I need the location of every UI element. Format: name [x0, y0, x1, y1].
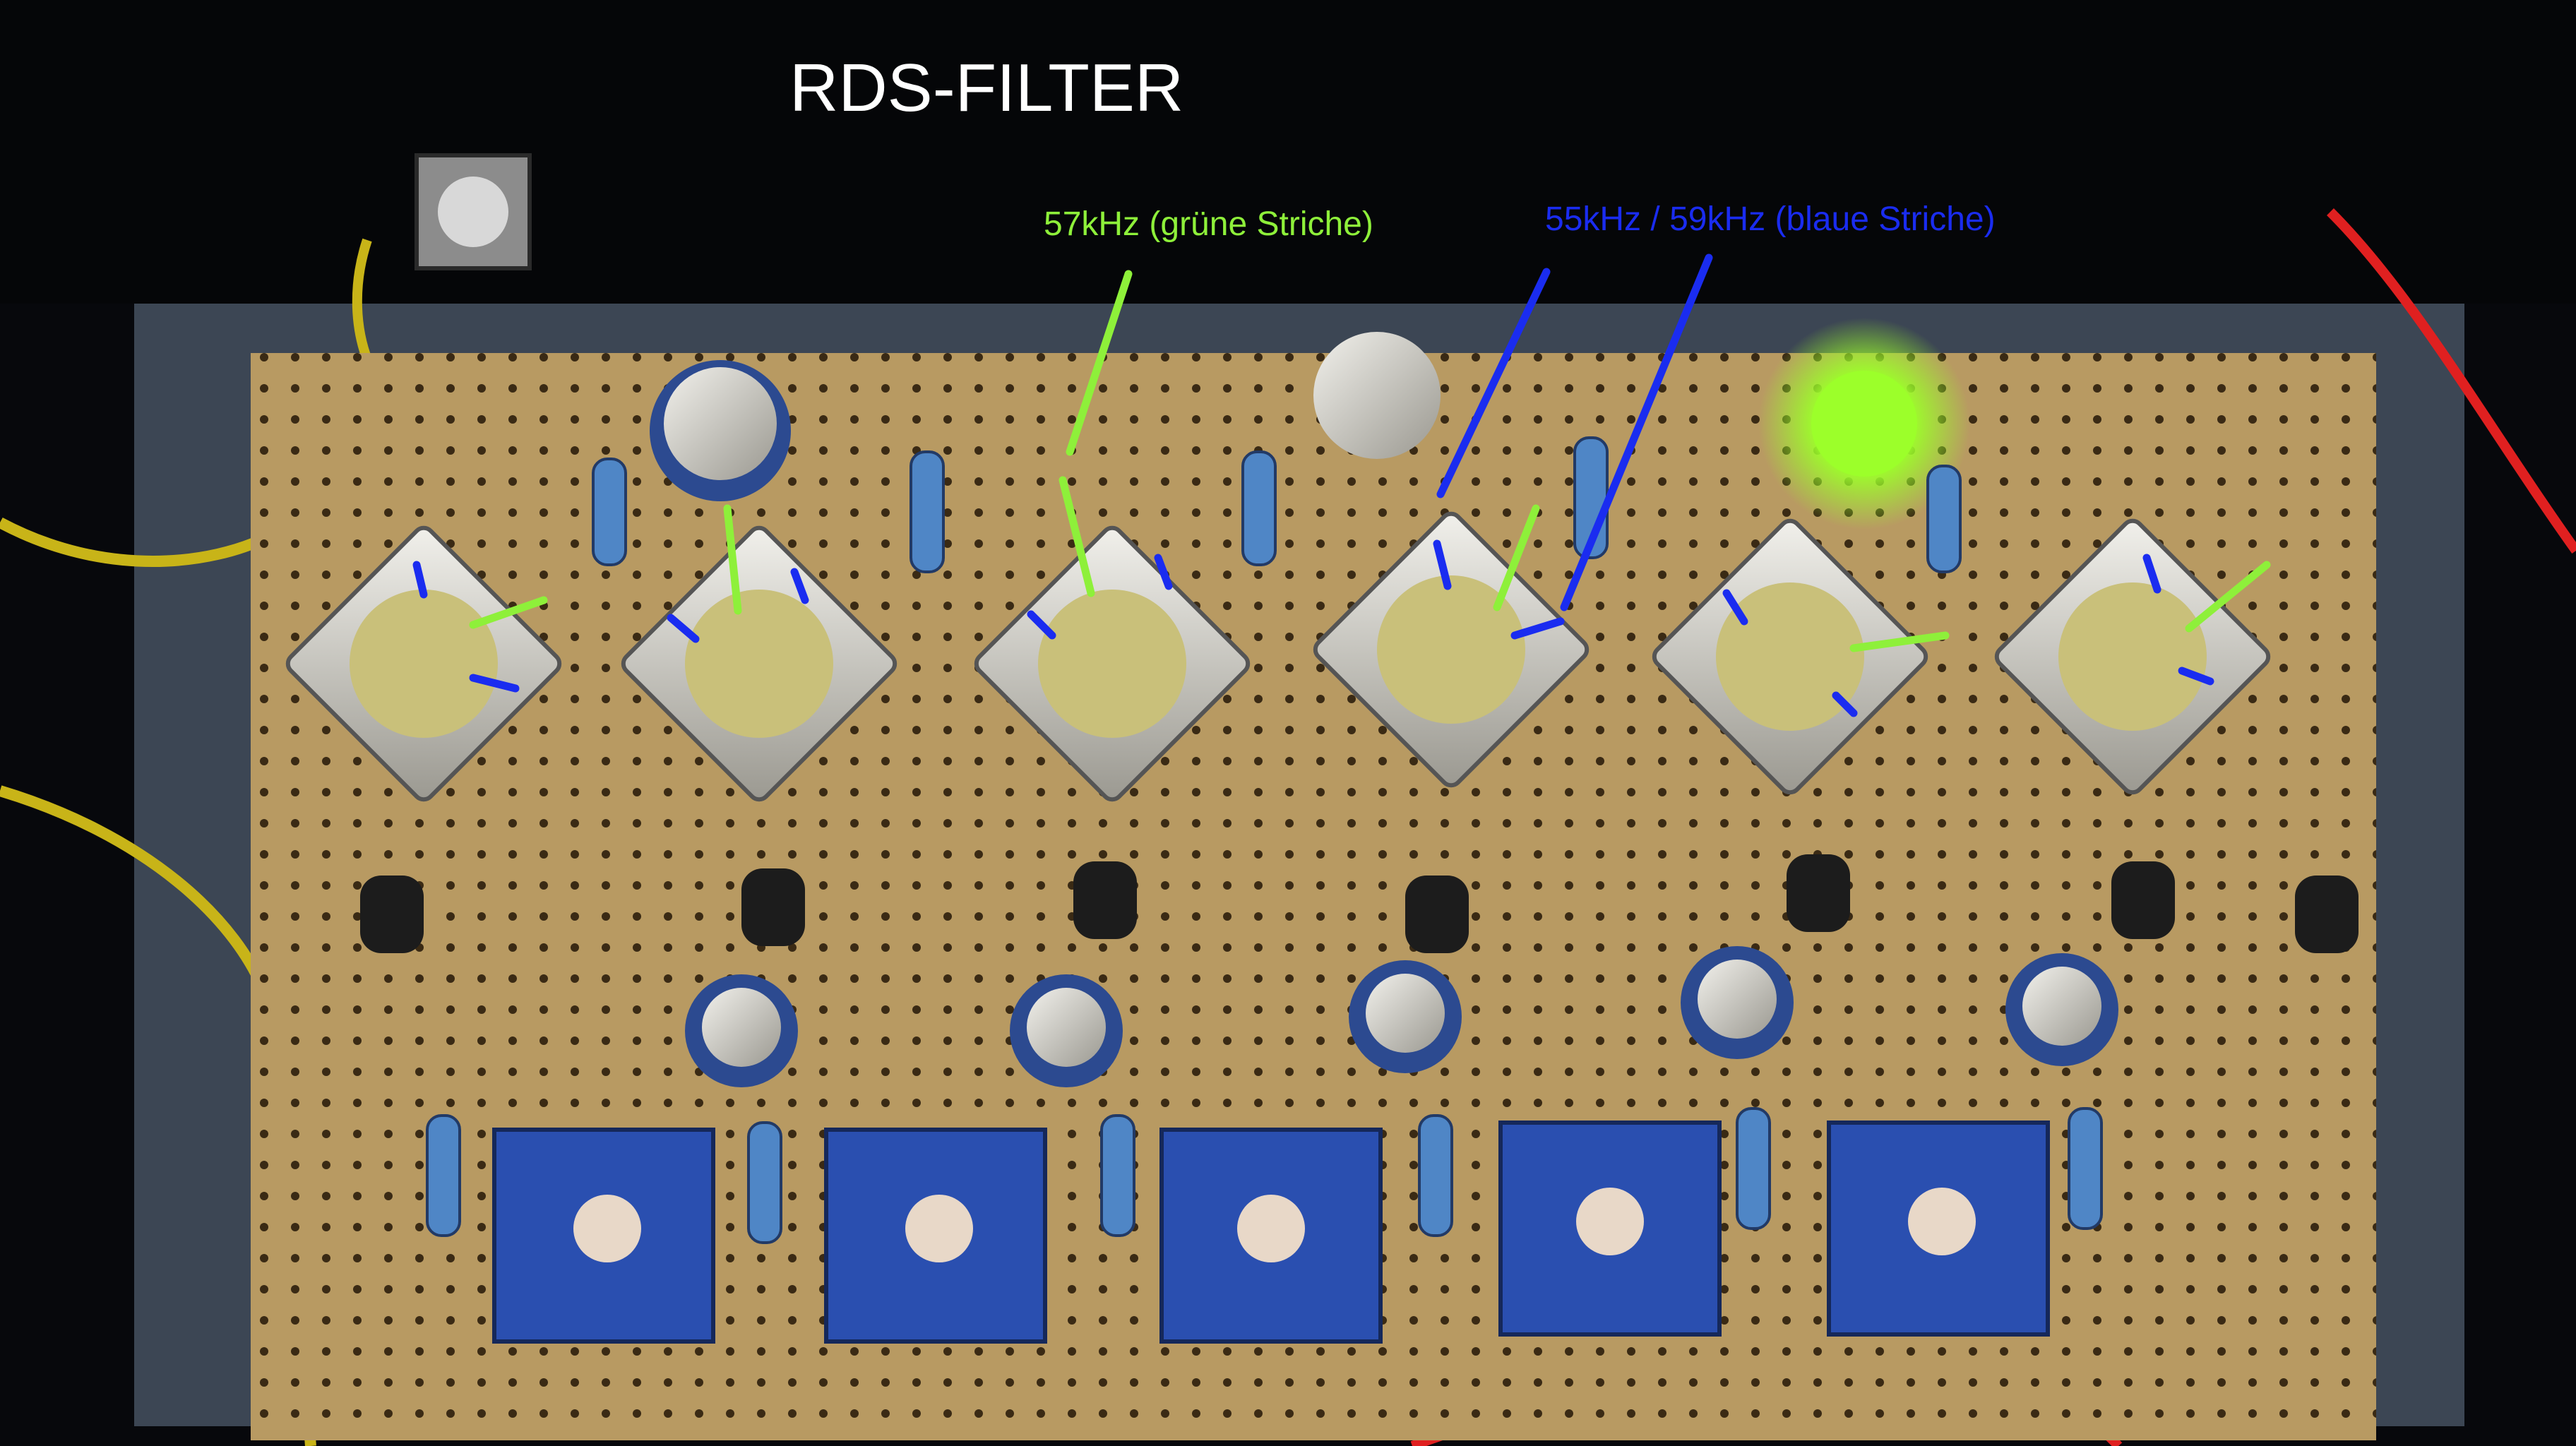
electrolytic-capacitor-row: [685, 946, 2118, 1087]
page-title: RDS-FILTER: [789, 50, 1184, 126]
yellow-wire: [0, 517, 271, 567]
blue-annotation-label: 55kHz / 59kHz (blaue Striche): [1545, 201, 1996, 238]
filter-coil-cans: [285, 511, 2271, 802]
trimmer-potentiometer-row: [492, 1121, 2050, 1344]
green-annotation-strokes: [469, 270, 2271, 652]
dark-frame-top: [0, 0, 2576, 304]
green-annotation-label: 57kHz (grüne Striche): [1044, 205, 1373, 243]
red-wire: [2327, 208, 2576, 554]
resistor-row-bottom: [426, 1107, 2103, 1244]
electrolytic-capacitor: [1313, 332, 1441, 459]
blue-annotation-strokes: [412, 253, 2214, 717]
transistor-row: [360, 854, 2359, 953]
